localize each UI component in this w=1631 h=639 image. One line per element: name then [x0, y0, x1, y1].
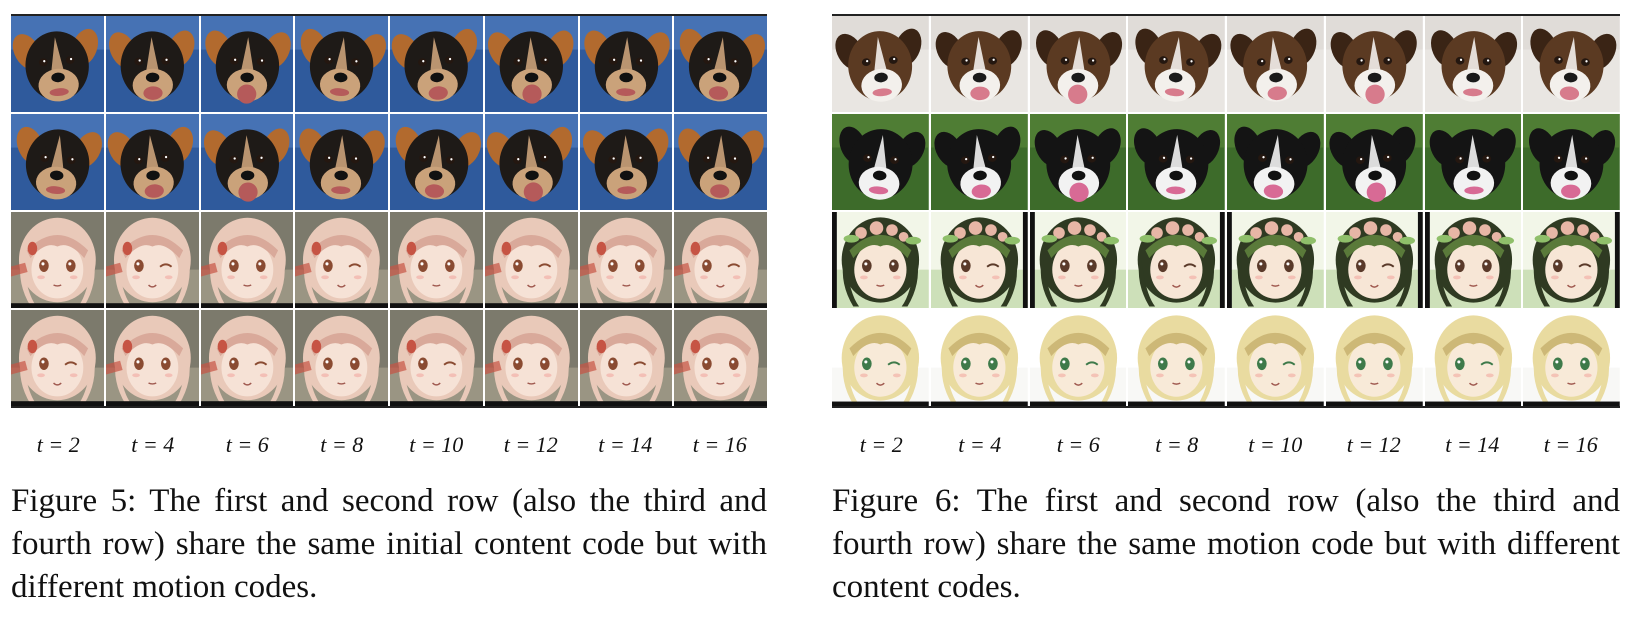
figure-6-frame-r3-c2 — [930, 212, 1028, 308]
figure-6-frame-r3-c6 — [1325, 212, 1423, 308]
figure-6-time-label: t = 2 — [859, 432, 903, 457]
figure-5-time-label: t = 10 — [409, 432, 464, 457]
figure-5-frame-r4-c7 — [579, 310, 673, 406]
figure-6-time-label: t = 14 — [1445, 432, 1500, 457]
figure-5-frame-r2-c6 — [484, 114, 578, 210]
figure-6-frame-r1-c5 — [1227, 16, 1324, 112]
figure-5-frame-r3-c2 — [105, 212, 199, 308]
figure-6-frame-r2-c5 — [1227, 114, 1324, 210]
figure-5-frame-r3-c8 — [674, 212, 767, 308]
figure-6-frame-r1-c7 — [1424, 16, 1522, 112]
figure-6-frame-r3-c1 — [832, 212, 929, 308]
figure-5-frame-r4-c4 — [295, 310, 388, 406]
figure-6-time-label: t = 10 — [1248, 432, 1303, 457]
figure-6-frame-r1-c4 — [1128, 16, 1225, 112]
figure-5-frame-r1-c4 — [295, 16, 388, 112]
figure-5-frame-r2-c1 — [11, 114, 104, 210]
figure-5-frame-r4-c1 — [11, 310, 104, 406]
figure-5-time-label: t = 6 — [225, 432, 269, 457]
figure-6-frame-r2-c6 — [1325, 114, 1423, 210]
figure-5-frame-r3-c3 — [200, 212, 294, 308]
figure-5-frame-r2-c8 — [674, 114, 767, 210]
figure-6-frame-r3-c7 — [1424, 212, 1522, 308]
figure-5-time-label: t = 12 — [503, 432, 558, 457]
figure-5-frame-r2-c2 — [105, 114, 199, 210]
figure-6-frame-r1-c1 — [832, 16, 929, 112]
figure-6-frame-r3-c4 — [1128, 212, 1225, 308]
figure-6-frame-r4-c8 — [1523, 310, 1620, 406]
figure-6-caption: Figure 6: The first and second row (also… — [832, 483, 1620, 605]
figure-6: t = 2 t = 4 t = 6 t = 8 t = 10 t = 12 t = 14 t … — [832, 14, 1620, 458]
figure-5-time-label: t = 14 — [598, 432, 653, 457]
figure-6-frame-r4-c3 — [1029, 310, 1127, 406]
figure-5-frame-r2-c7 — [579, 114, 673, 210]
figure-5-frame-r2-c4 — [295, 114, 388, 210]
figure-5-frame-r4-c5 — [390, 310, 483, 406]
figure-5-frame-r3-c5 — [390, 212, 483, 308]
figure-6-frame-r2-c4 — [1128, 114, 1225, 210]
figure-5-frame-r2-c3 — [200, 114, 294, 210]
figure-6-frame-r2-c1 — [832, 114, 929, 210]
figure-5-frame-r1-c6 — [484, 16, 578, 112]
figure-5-frame-r1-c5 — [390, 16, 483, 112]
figure-6-frame-r1-c8 — [1523, 16, 1620, 112]
figure-5-time-label: t = 4 — [131, 432, 175, 457]
figure-5-frame-r1-c3 — [200, 16, 294, 112]
figure-5-frame-r4-c8 — [674, 310, 767, 406]
figure-6-frame-r4-c1 — [832, 310, 929, 406]
figure-5-time-label: t = 2 — [36, 432, 80, 457]
figure-5-time-label: t = 8 — [320, 432, 364, 457]
figure-5-frame-r2-c5 — [390, 114, 483, 210]
figure-6-frame-r1-c6 — [1325, 16, 1423, 112]
figure-5-frame-r3-c1 — [11, 212, 104, 308]
figure-5-time-label: t = 16 — [692, 432, 747, 457]
figure-5: t = 2 t = 4 t = 6 t = 8 t = 10 t = 12 t = 14 t … — [11, 14, 767, 458]
figure-5-frame-r4-c2 — [105, 310, 199, 406]
figure-5-frame-r1-c8 — [674, 16, 767, 112]
figure-5-frame-r1-c2 — [105, 16, 199, 112]
figure-5-frame-r1-c7 — [579, 16, 673, 112]
figure-6-frame-r2-c7 — [1424, 114, 1522, 210]
figure-6-frame-r3-c3 — [1029, 212, 1127, 308]
figure-6-frame-r4-c7 — [1424, 310, 1522, 406]
figure-6-frame-r4-c4 — [1128, 310, 1225, 406]
figure-5-caption: Figure 5: The first and second row (also… — [11, 483, 767, 605]
figure-6-frame-r3-c8 — [1523, 212, 1620, 308]
figure-6-time-label: t = 6 — [1056, 432, 1100, 457]
figure-5-frame-r3-c4 — [295, 212, 388, 308]
figure-6-frame-r2-c2 — [930, 114, 1028, 210]
figure-5-frame-r1-c1 — [11, 16, 104, 112]
figure-5-frame-r4-c6 — [484, 310, 578, 406]
figure-6-frame-r2-c3 — [1029, 114, 1127, 210]
figure-6-time-label: t = 4 — [958, 432, 1002, 457]
figure-6-image-grid — [832, 14, 1620, 408]
figure-6-time-labels: t = 2 t = 4 t = 6 t = 8 t = 10 t = 12 t = 14 t … — [832, 432, 1620, 458]
figure-6-time-label: t = 8 — [1155, 432, 1199, 457]
figure-5-frame-r3-c7 — [579, 212, 673, 308]
figure-5-frame-r4-c3 — [200, 310, 294, 406]
figure-6-frame-r3-c5 — [1227, 212, 1324, 308]
figure-6-frame-r1-c2 — [930, 16, 1028, 112]
figure-6-time-label: t = 16 — [1543, 432, 1598, 457]
figure-6-frame-r4-c6 — [1325, 310, 1423, 406]
figure-6-frame-r1-c3 — [1029, 16, 1127, 112]
figure-6-time-label: t = 12 — [1346, 432, 1401, 457]
figure-5-frame-r3-c6 — [484, 212, 578, 308]
figure-5-image-grid — [11, 14, 767, 408]
figure-6-frame-r4-c5 — [1227, 310, 1324, 406]
figure-6-frame-r4-c2 — [930, 310, 1028, 406]
figure-5-time-labels: t = 2 t = 4 t = 6 t = 8 t = 10 t = 12 t = 14 t … — [11, 432, 767, 458]
figure-6-frame-r2-c8 — [1523, 114, 1620, 210]
